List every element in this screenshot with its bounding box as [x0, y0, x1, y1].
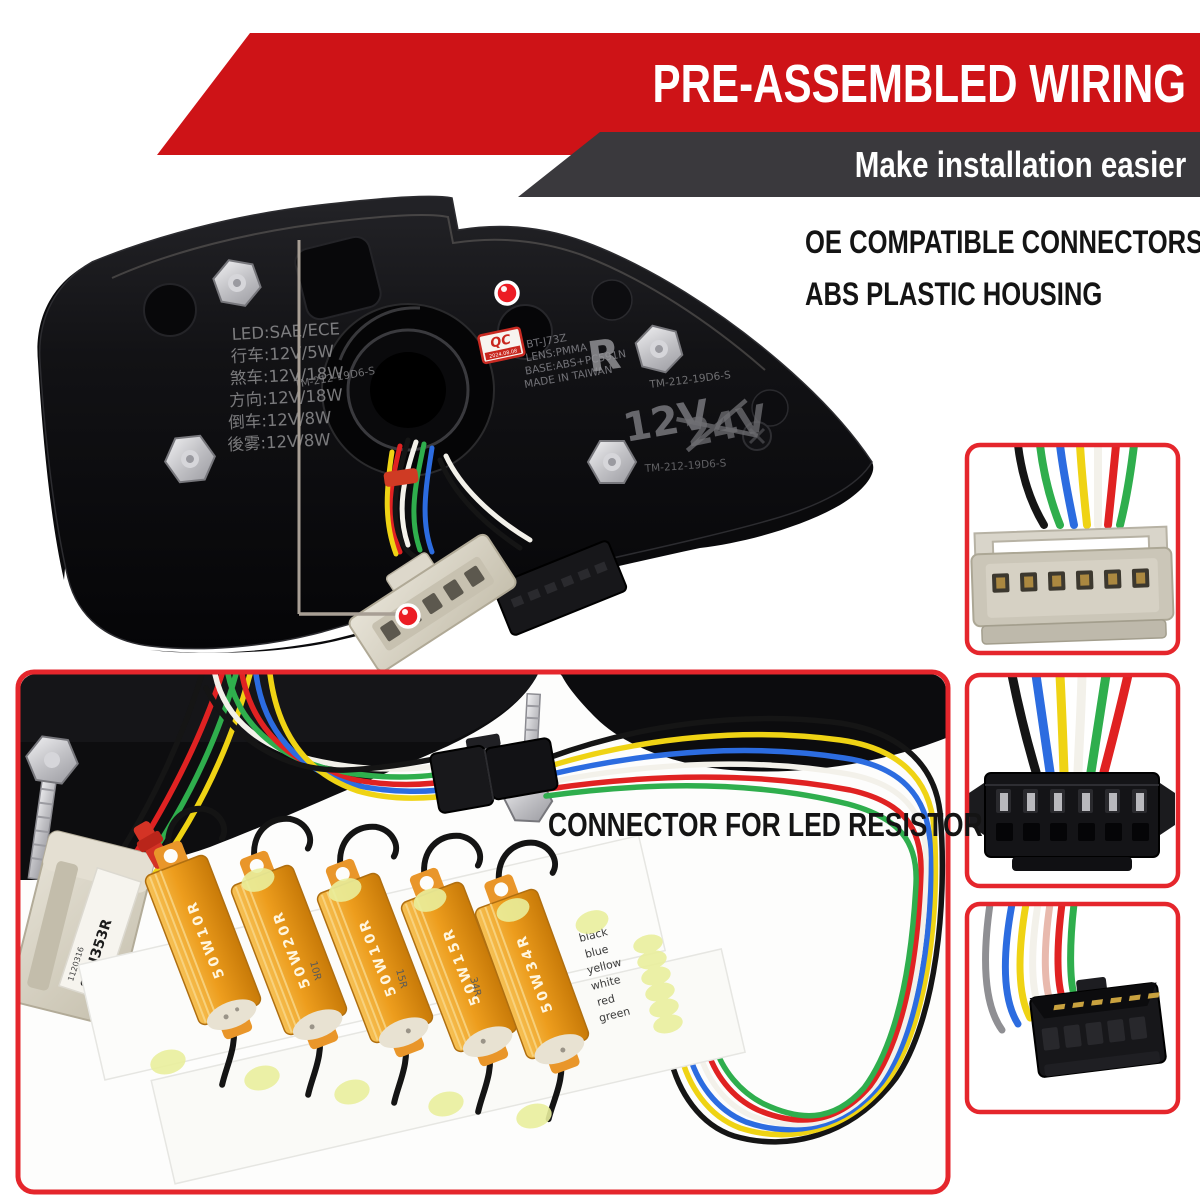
- side-letter-text: R: [585, 329, 624, 382]
- hex-nut: [212, 259, 262, 307]
- red-marker-dot: [494, 280, 520, 306]
- led-resistor-connector: [429, 733, 559, 814]
- inset-frame-1: [964, 442, 1181, 656]
- housing-recess: [751, 389, 789, 427]
- led-resistor-connector-label: CONNECTOR FOR LED RESISTOR: [548, 806, 983, 843]
- hex-nut: [586, 440, 638, 484]
- tape-blobs: [150, 868, 683, 1129]
- red-marker-dot: [395, 603, 421, 629]
- housing-recess: [294, 235, 382, 321]
- housing-recess: [143, 283, 197, 337]
- tail-light-housing-photo: LED:SAE/ECE 行车:12V/5W 煞车:12V/18W 方向:12V/…: [37, 195, 874, 672]
- housing-recess: [591, 279, 633, 321]
- lower-photo-frame: [15, 669, 951, 1195]
- svg-text:15R: 15R: [393, 968, 409, 990]
- upper-wire-bundle: [384, 437, 533, 563]
- cable-tie: [383, 468, 419, 487]
- lower-wires: [119, 674, 946, 1145]
- inset-oe-connector: [967, 445, 1178, 653]
- lower-photo-content: 1120316 SYN353R: [20, 674, 946, 1190]
- qc-sticker: QC 2024.08.08: [477, 326, 526, 365]
- inset-pin-connector: [967, 904, 1178, 1112]
- inset-frame-3: [964, 901, 1181, 1115]
- svg-text:QC: QC: [489, 332, 513, 351]
- hex-nut: [163, 434, 217, 484]
- svg-text:10R: 10R: [307, 960, 323, 982]
- oe-connectors-label: OE COMPATIBLE CONNECTORS: [805, 224, 1200, 260]
- svg-text:2024.08.08: 2024.08.08: [489, 348, 518, 360]
- bulb-socket: [321, 303, 495, 477]
- svg-text:34R: 34R: [467, 976, 483, 998]
- hex-nut: [634, 324, 684, 374]
- inset-frame-2: [964, 672, 1181, 889]
- part-number-text: TM-212-19D6-S: [643, 457, 727, 475]
- abs-housing-label: ABS PLASTIC HOUSING: [805, 276, 1103, 312]
- lower-housing-right: [560, 674, 946, 772]
- svg-text:red: red: [596, 992, 617, 1009]
- mounting-stud: [25, 735, 79, 881]
- paper-value-labels: 10R 15R 34R: [307, 960, 483, 998]
- svg-text:blue: blue: [584, 942, 610, 960]
- black-connector-upper: [492, 540, 628, 636]
- inset-black-connector: [967, 675, 1178, 886]
- subtitle-banner: Make installation easier: [518, 132, 1200, 197]
- housing-body: [37, 262, 874, 653]
- page-title: PRE-ASSEMBLED WIRING: [652, 54, 1186, 114]
- page-subtitle: Make installation easier: [854, 144, 1186, 185]
- housing-contour-line: [111, 213, 766, 371]
